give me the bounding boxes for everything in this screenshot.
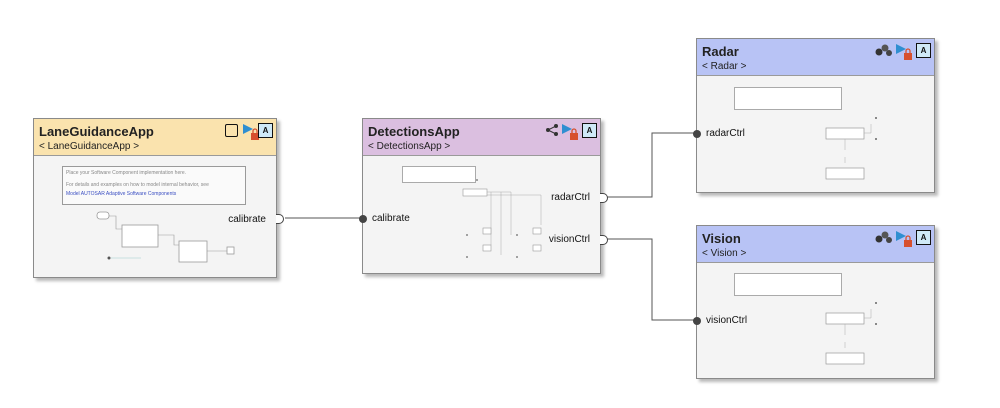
port-label-vision-ctrl: visionCtrl [706,315,748,326]
adaptive-badge: A [916,43,931,58]
block-icons: A [875,230,931,247]
block-icons: A [545,123,597,140]
radar-port-socket[interactable] [600,193,608,203]
internal-behavior-diagram [96,211,235,263]
play-icon [562,124,572,134]
block-header [363,119,600,156]
wire-radar [607,132,696,198]
cubes-icon [875,44,892,56]
block-header [697,226,934,263]
block-title: DetectionsApp [368,124,460,139]
block-title: Vision [702,231,741,246]
block-header [697,39,934,76]
play-icon [896,44,906,54]
adaptive-badge: A [258,123,273,138]
cubes-icon [875,231,892,243]
adaptive-badge: A [582,123,597,138]
vision-block[interactable]: Vision < Vision > A visionCtrl [693,225,935,379]
wire-vision [607,238,696,321]
calibrate-port-socket[interactable] [276,214,284,224]
internal-behavior-diagram [825,302,877,365]
detections-app-block[interactable]: DetectionsApp < DetectionsApp > A calibr… [359,118,608,274]
lock-icon [904,235,912,247]
block-subtitle: < DetectionsApp > [368,141,451,152]
port-label-vision-ctrl: visionCtrl [548,234,590,245]
play-icon [896,231,906,241]
block-icons: A [875,43,931,60]
lock-icon [251,128,259,140]
share-icon [546,124,558,136]
block-title: Radar [702,44,739,59]
radar-block[interactable]: Radar < Radar > A radarCtrl [693,38,935,193]
note-line-1: Place your Software Component implementa… [66,170,187,176]
block-header [34,119,276,156]
adaptive-badge: A [916,230,931,245]
block-subtitle: < LaneGuidanceApp > [39,141,140,152]
calibrate-port-dot[interactable] [359,215,367,223]
block-icons: A [225,123,273,140]
lane-guidance-app-block[interactable]: LaneGuidanceApp < LaneGuidanceApp > A Pl… [33,118,284,278]
port-label-radar-ctrl: radarCtrl [551,192,590,203]
port-label-calibrate: calibrate [372,213,410,224]
vision-ctrl-port-dot[interactable] [693,317,701,325]
radar-ctrl-port-dot[interactable] [693,130,701,138]
inner-subsystem-box [734,273,842,296]
internal-routing-diagram [462,179,542,258]
square-icon [225,124,238,137]
play-icon [243,124,253,134]
note-link[interactable]: Model AUTOSAR Adaptive Software Componen… [66,191,177,197]
port-label-radar-ctrl: radarCtrl [706,128,745,139]
inner-subsystem-box [402,166,476,183]
note-line-2: For details and examples on how to model… [66,182,209,188]
block-title: LaneGuidanceApp [39,124,154,139]
vision-port-socket[interactable] [600,235,608,245]
inner-subsystem-box [734,87,842,110]
lock-icon [570,128,578,140]
lock-icon [904,48,912,60]
internal-behavior-diagram [825,117,877,180]
implementation-note: Place your Software Component implementa… [62,166,246,205]
block-subtitle: < Radar > [702,61,747,72]
block-subtitle: < Vision > [702,248,747,259]
port-label-calibrate: calibrate [228,214,266,225]
